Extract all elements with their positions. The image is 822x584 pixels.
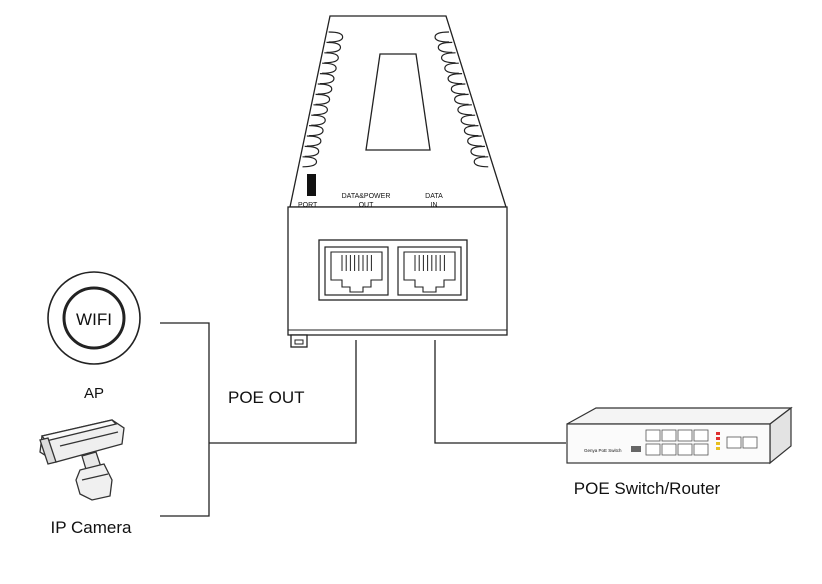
vent-fin: [450, 83, 466, 95]
vent-fin: [306, 135, 322, 147]
vent-fin: [457, 104, 472, 116]
vent-fin: [473, 156, 489, 168]
port-slot-icon: [307, 174, 316, 196]
ap-badge-text: WIFI: [76, 310, 112, 329]
switch-uplink-port: [742, 436, 758, 449]
vent-fin: [326, 41, 342, 53]
switch-uplink-port: [726, 436, 742, 449]
vent-fin: [309, 125, 324, 137]
data-in-line: [434, 340, 566, 444]
vent-fin: [317, 83, 333, 95]
switch-port: [693, 429, 709, 442]
poe-injector: [287, 15, 508, 348]
ap-label: AP: [84, 385, 104, 402]
data-power-out-label: DATA&POWER: [342, 193, 391, 200]
poe-switch-icon: [566, 406, 793, 465]
switch-label: POE Switch/Router: [574, 479, 721, 498]
rj45-port-icon: [324, 246, 389, 296]
vent-fin: [444, 62, 459, 74]
vent-fin: [311, 114, 326, 126]
poe-out-line: [209, 340, 357, 444]
poe-out-label: POE OUT: [228, 388, 305, 407]
vent-fin: [319, 73, 335, 85]
vent-fin: [470, 145, 485, 157]
switch-port: [677, 429, 693, 442]
rj45-port-icon: [397, 246, 462, 296]
switch-port: [693, 443, 709, 456]
bracket-line: [160, 322, 210, 517]
vent-fin: [302, 156, 318, 168]
switch-port: [661, 429, 677, 442]
vent-fin: [434, 31, 450, 43]
vent-fin: [454, 93, 469, 105]
switch-port: [645, 429, 661, 442]
vent-fin: [328, 31, 344, 43]
ip-camera-icon: [39, 419, 125, 501]
vent-fin: [437, 41, 453, 53]
switch-port: [645, 443, 661, 456]
vent-fin: [467, 135, 482, 147]
injector-vent-fins: [302, 31, 489, 168]
data-power-out-label-2: OUT: [359, 202, 375, 209]
connection-lines: [160, 322, 566, 517]
vent-fin: [463, 125, 479, 137]
data-in-label-2: IN: [431, 202, 438, 209]
vent-fin: [460, 114, 476, 126]
vent-fin: [447, 73, 463, 85]
wifi-ap-icon: [47, 271, 141, 365]
vent-fin: [324, 52, 339, 64]
data-in-label: DATA: [425, 193, 443, 200]
injector-top-window: [365, 53, 431, 151]
vent-fin: [315, 93, 331, 105]
vent-fin: [304, 145, 320, 157]
port-label: PORT: [298, 202, 318, 209]
switch-port: [661, 443, 677, 456]
switch-port: [677, 443, 693, 456]
vent-fin: [440, 52, 456, 64]
vent-fin: [322, 62, 337, 74]
camera-label: IP Camera: [51, 518, 132, 537]
vent-fin: [313, 104, 329, 116]
switch-brand-text: Genya PoE Switch: [584, 448, 622, 453]
